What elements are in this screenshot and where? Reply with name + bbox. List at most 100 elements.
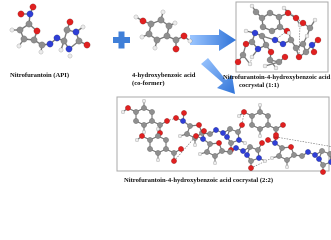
- atom-hydrogen: [160, 9, 166, 15]
- atom-carbon: [273, 126, 279, 132]
- atom-carbon: [248, 158, 254, 164]
- atom-hydrogen: [249, 54, 255, 60]
- atom-carbon: [141, 105, 147, 111]
- atom-carbon: [291, 152, 297, 158]
- cocrystal-11-label: Nitrofurantoin-4-hydroxybenzoic acid coc…: [223, 74, 330, 89]
- atom-oxygen: [181, 110, 187, 116]
- atom-carbon: [258, 14, 266, 22]
- atom-carbon: [165, 22, 173, 30]
- api-label: Nitrofurantoin (API): [10, 72, 70, 79]
- atom-carbon: [16, 26, 24, 34]
- atom-carbon: [157, 122, 163, 128]
- atom-carbon: [63, 26, 71, 34]
- atom-carbon: [207, 141, 213, 147]
- atom-carbon: [249, 122, 255, 128]
- atom-hydrogen: [258, 134, 262, 138]
- atom-hydrogen: [121, 110, 125, 114]
- atom-carbon: [147, 137, 153, 143]
- atom-hydrogen: [172, 20, 178, 26]
- atom-hydrogen: [9, 27, 15, 33]
- atom-carbon: [184, 131, 190, 137]
- coformer-label-line1: 4-hydroxybenzoic acid: [132, 72, 196, 79]
- atom-hydrogen: [262, 63, 268, 69]
- atom-oxygen: [180, 32, 188, 40]
- atom-hydrogen: [178, 134, 182, 138]
- atom-carbon: [276, 23, 284, 31]
- atom-oxygen: [216, 140, 222, 146]
- atom-carbon: [265, 122, 271, 128]
- atom-hydrogen: [152, 45, 158, 51]
- atom-hydrogen: [270, 156, 274, 160]
- atom-hydrogen: [249, 3, 255, 9]
- atom-oxygen: [201, 128, 207, 134]
- atom-carbon: [155, 150, 161, 156]
- atom-hydrogen: [247, 61, 253, 67]
- atom-nitrogen: [224, 134, 230, 140]
- atom-oxygen: [196, 122, 202, 128]
- atom-nitrogen: [213, 127, 219, 133]
- atom-nitrogen: [53, 34, 61, 42]
- atom-nitrogen: [254, 45, 262, 53]
- atom-oxygen: [292, 14, 300, 22]
- atom-oxygen: [234, 58, 242, 66]
- hydrogen-bond: [250, 157, 273, 169]
- atom-carbon: [172, 36, 180, 44]
- atom-nitrogen: [316, 156, 322, 162]
- atom-carbon: [145, 30, 153, 38]
- atom-nitrogen: [233, 145, 239, 151]
- atom-hydrogen: [243, 141, 247, 145]
- atom-carbon: [147, 146, 153, 152]
- atom-nitrogen: [236, 137, 242, 143]
- atom-hydrogen: [16, 43, 22, 49]
- atom-oxygen: [273, 132, 279, 138]
- atom-carbon: [235, 129, 241, 135]
- atom-nitrogen: [180, 118, 186, 124]
- atom-hydrogen: [258, 103, 262, 107]
- atom-carbon: [25, 20, 33, 28]
- atom-carbon: [30, 36, 38, 44]
- atom-carbon: [299, 153, 305, 159]
- atom-carbon: [259, 23, 267, 31]
- atom-carbon: [275, 13, 283, 21]
- atom-oxygen: [299, 19, 307, 27]
- atom-oxygen: [280, 122, 286, 128]
- cocrystal-11-label-line1: Nitrofurantoin-4-hydroxybenzoic acid: [223, 74, 331, 81]
- atom-carbon: [187, 123, 193, 129]
- atom-oxygen: [320, 169, 326, 175]
- atom-oxygen: [125, 105, 131, 111]
- atom-carbon: [306, 24, 314, 32]
- atom-carbon: [171, 150, 177, 156]
- atom-oxygen: [172, 45, 180, 53]
- cocrystal-11-label-line2: cocrystal (1:1): [239, 81, 280, 89]
- atom-carbon: [257, 109, 263, 115]
- atom-carbon: [320, 162, 326, 168]
- atom-hydrogen: [139, 34, 145, 40]
- atom-oxygen: [310, 48, 318, 56]
- atom-oxygen: [242, 40, 250, 48]
- atom-hydrogen: [213, 161, 217, 165]
- atom-carbon: [204, 149, 210, 155]
- atom-carbon: [212, 153, 218, 159]
- cocrystal-22-label: Nitrofurantoin-4-hydroxybenzoic acid coc…: [124, 177, 274, 184]
- atom-hydrogen: [156, 158, 160, 162]
- atom-carbon: [149, 118, 155, 124]
- coformer-label: 4-hydroxybenzoic acid (co-former): [132, 72, 195, 87]
- atom-hydrogen: [304, 33, 310, 39]
- atom-carbon: [319, 148, 325, 154]
- atom-carbon: [255, 147, 261, 153]
- atom-carbon: [153, 36, 161, 44]
- atom-oxygen: [288, 144, 294, 150]
- atom-carbon: [262, 41, 270, 49]
- atom-hydrogen: [187, 38, 193, 44]
- atom-nitrogen: [251, 29, 259, 37]
- atom-oxygen: [295, 53, 303, 61]
- atom-carbon: [239, 51, 247, 59]
- atom-oxygen: [83, 41, 91, 49]
- atom-hydrogen: [133, 14, 139, 20]
- atom-carbon: [302, 48, 310, 56]
- atom-carbon: [266, 56, 274, 64]
- atom-carbon: [207, 131, 213, 137]
- atom-carbon: [292, 44, 300, 52]
- atom-carbon: [133, 118, 139, 124]
- hydroxybenzoic-acid-molecule: [133, 9, 193, 53]
